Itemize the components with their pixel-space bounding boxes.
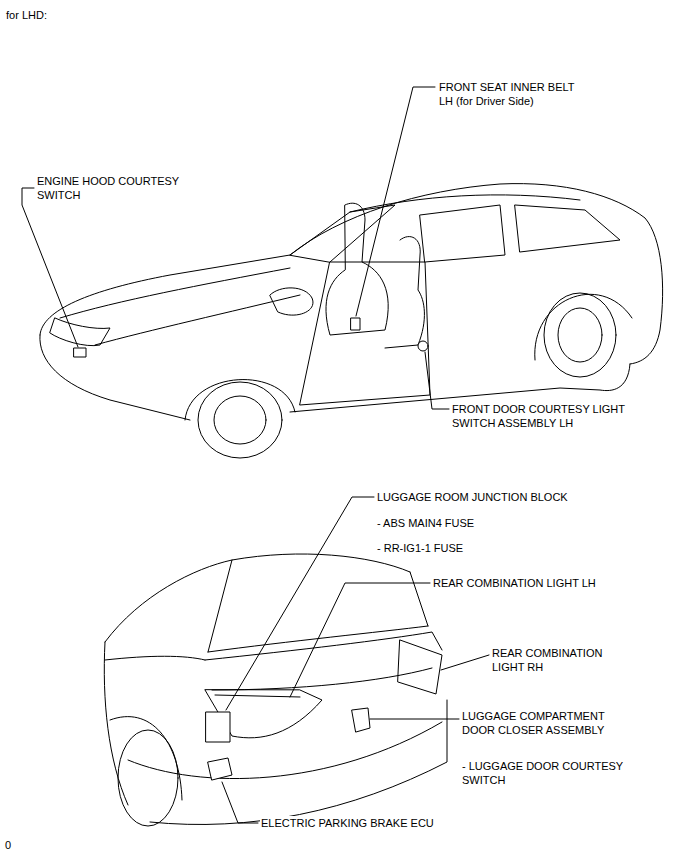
door-courtesy-switch — [418, 341, 428, 351]
rear-combination-light-rh — [398, 640, 442, 694]
rear-wheel — [118, 730, 178, 826]
leader-line — [370, 719, 459, 720]
leader-line — [22, 188, 78, 347]
figure-code: 0 — [4, 838, 12, 852]
part-name: REAR COMBINATION LIGHT RH — [491, 646, 621, 674]
part-name: ELECTRIC PARKING BRAKE ECU — [260, 816, 435, 830]
front-wheel — [198, 382, 282, 458]
part-name: FRONT DOOR COURTESY LIGHT SWITCH ASSEMBL… — [451, 402, 641, 430]
car-body-outline — [40, 184, 663, 364]
car-front-lower — [40, 335, 190, 420]
car-trunk-lid — [205, 632, 442, 690]
leader-line — [222, 782, 258, 823]
part-name: - LUGGAGE DOOR COURTESY SWITCH — [461, 759, 641, 787]
car-side-window — [420, 205, 620, 262]
car-seat — [385, 236, 424, 348]
leader-line — [226, 497, 374, 710]
car-headlight — [50, 318, 110, 346]
hood-courtesy-switch — [74, 348, 86, 357]
car-windshield — [290, 205, 395, 262]
car-left-side — [104, 642, 205, 805]
leader-line — [425, 352, 449, 409]
car-steering-wheel — [270, 288, 313, 315]
part-name: FRONT SEAT INNER BELT LH (for Driver Sid… — [438, 80, 588, 108]
part-name: - ABS MAIN4 FUSE — [376, 516, 475, 530]
rear-wheel — [544, 293, 616, 377]
leader-line — [290, 583, 430, 697]
leader-lines — [22, 87, 489, 823]
part-name: ENGINE HOOD COURTESY SWITCH — [36, 174, 196, 202]
part-name: REAR COMBINATION LIGHT LH — [432, 576, 597, 590]
front-wheel-rim — [214, 396, 266, 444]
electric-parking-brake-ecu — [208, 758, 232, 780]
luggage-room-junction-block — [206, 712, 230, 742]
front-wheel-arch — [185, 379, 295, 420]
car-door-opening — [300, 262, 430, 405]
car-front-view — [40, 184, 663, 458]
part-name: LUGGAGE ROOM JUNCTION BLOCK — [376, 490, 569, 504]
car-roof-line — [105, 554, 410, 642]
part-name: LUGGAGE COMPARTMENT DOOR CLOSER ASSEMBLY — [461, 709, 625, 737]
figure-heading: for LHD: — [5, 8, 48, 22]
luggage-door-closer — [352, 708, 370, 732]
leader-line — [441, 655, 489, 670]
seat-belt-buckle — [351, 318, 360, 330]
car-rear-view — [104, 554, 447, 826]
leader-line — [356, 87, 435, 316]
rear-wheel-arch — [535, 294, 632, 360]
rear-wheel-rim — [558, 308, 602, 362]
part-name: - RR-IG1-1 FUSE — [376, 541, 464, 555]
car-hood-line — [60, 268, 300, 345]
